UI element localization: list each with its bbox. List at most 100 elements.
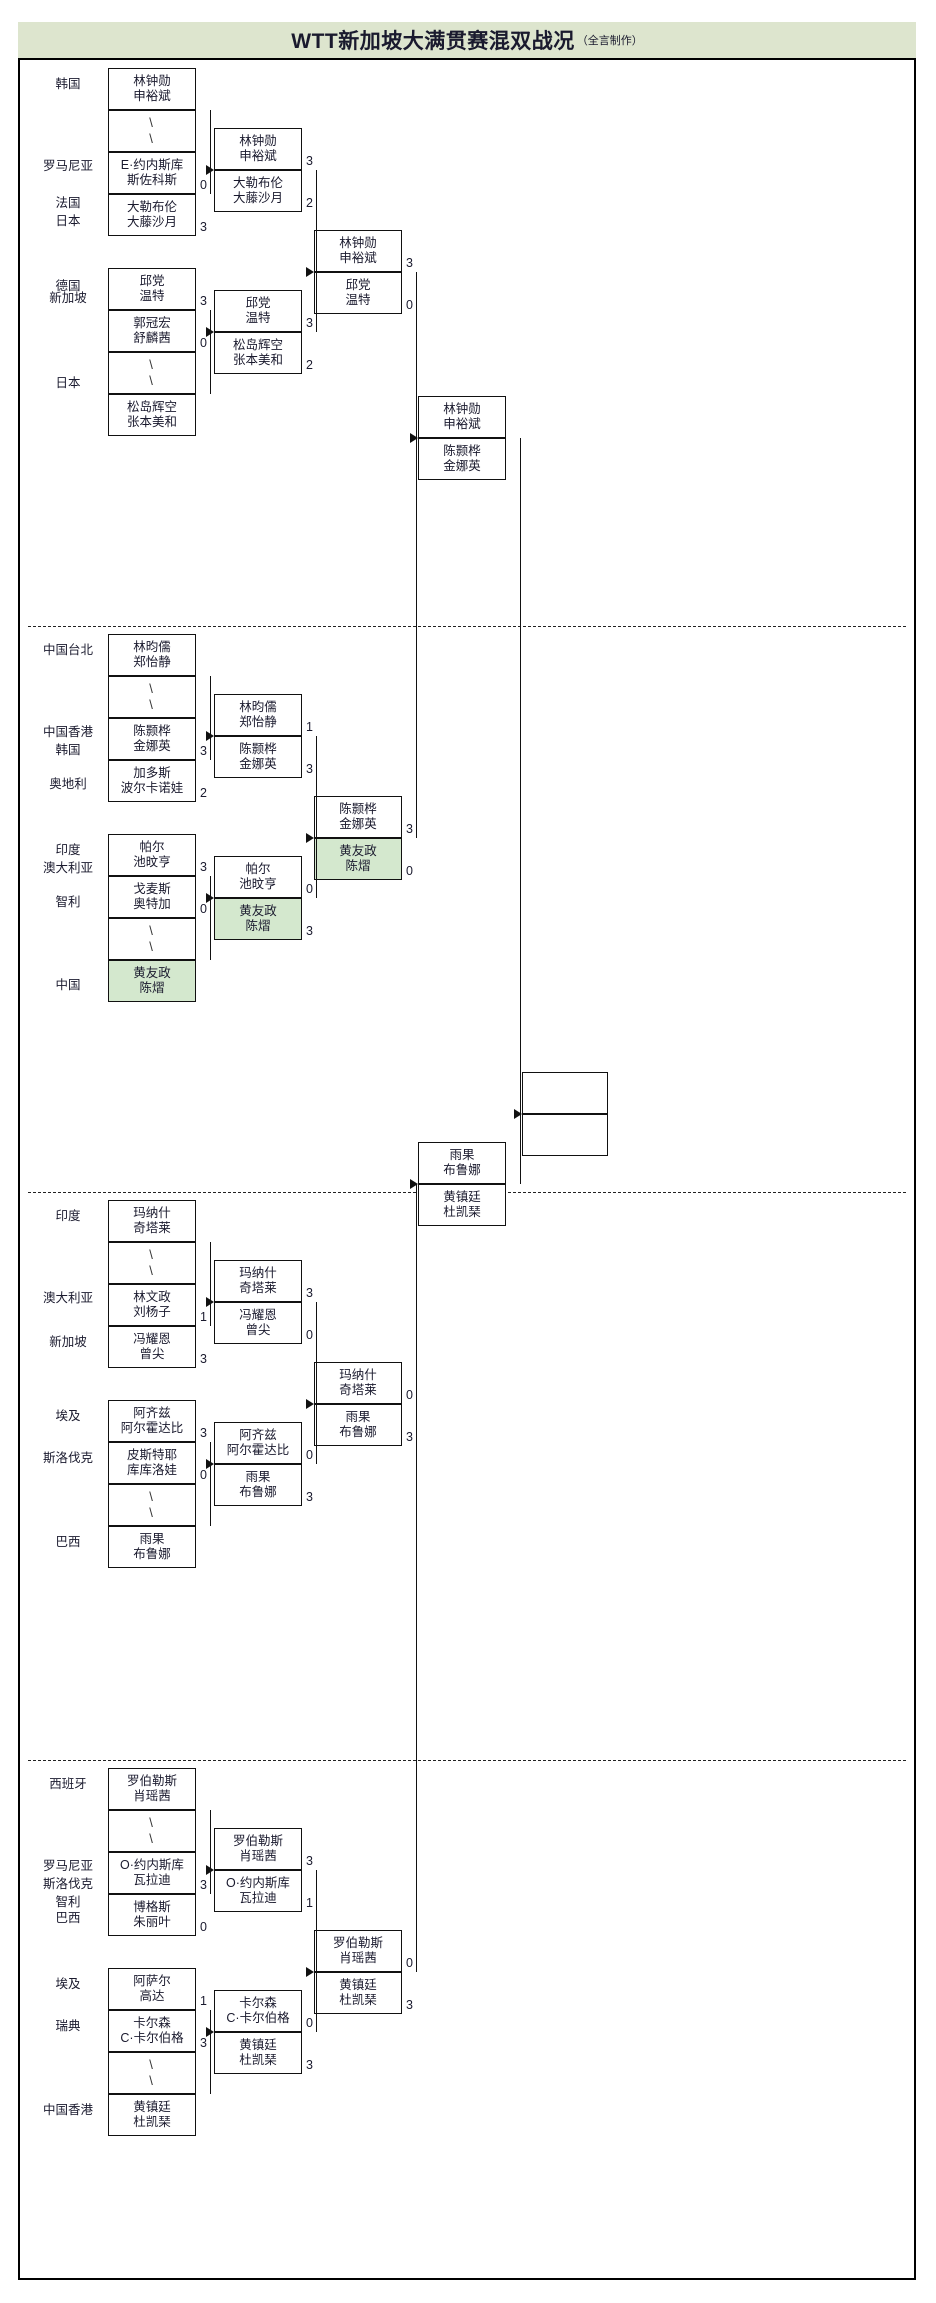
player-2: 肖瑶茜 bbox=[339, 1951, 377, 1965]
r3-box[interactable]: 雨果布鲁娜 bbox=[314, 1404, 402, 1446]
semifinal-box[interactable]: 林钟勋申裕斌 bbox=[418, 396, 506, 438]
r1-box[interactable]: 帕尔池旼亨 bbox=[108, 834, 196, 876]
r1-box[interactable]: 林文政刘杨子 bbox=[108, 1284, 196, 1326]
r2-box[interactable]: O·约内斯库瓦拉迪 bbox=[214, 1870, 302, 1912]
connector-vertical bbox=[316, 736, 317, 898]
country-label: 智利 bbox=[55, 895, 81, 909]
player-1: 林昀儒 bbox=[133, 639, 171, 654]
r2-box[interactable]: 黄友政陈熠 bbox=[214, 898, 302, 940]
country-label: 智利 bbox=[55, 1895, 81, 1909]
r3-box[interactable]: 玛纳什奇塔莱 bbox=[314, 1362, 402, 1404]
r2-box[interactable]: 罗伯勒斯肖瑶茜 bbox=[214, 1828, 302, 1870]
country-label: 罗马尼亚 bbox=[42, 159, 94, 173]
r1-box[interactable]: 阿齐兹阿尔霍达比 bbox=[108, 1400, 196, 1442]
r1-box[interactable]: 阿萨尔高达 bbox=[108, 1968, 196, 2010]
r3-box[interactable]: 黄镇廷杜凯琹 bbox=[314, 1972, 402, 2014]
player-2: 温特 bbox=[245, 311, 271, 325]
r3-box[interactable]: 邱党温特 bbox=[314, 272, 402, 314]
r3-box[interactable]: 陈颢桦金娜英 bbox=[314, 796, 402, 838]
final-box[interactable] bbox=[522, 1114, 608, 1156]
r1-box[interactable]: 大勒布伦大藤沙月 bbox=[108, 194, 196, 236]
r1-box[interactable]: 玛纳什奇塔莱 bbox=[108, 1200, 196, 1242]
r3-box[interactable]: 罗伯勒斯肖瑶茜 bbox=[314, 1930, 402, 1972]
r2-box[interactable]: 大勒布伦大藤沙月 bbox=[214, 170, 302, 212]
r1-box[interactable]: \\ bbox=[108, 1810, 196, 1852]
connector-vertical bbox=[316, 170, 317, 332]
country-label: 埃及 bbox=[55, 1977, 81, 1991]
player-2: 高达 bbox=[139, 1989, 165, 2003]
r2-box[interactable]: 帕尔池旼亨 bbox=[214, 856, 302, 898]
r1-box[interactable]: 冯耀恩曾尖 bbox=[108, 1326, 196, 1368]
player-1: 罗伯勒斯 bbox=[232, 1833, 283, 1848]
r1-box[interactable]: \\ bbox=[108, 676, 196, 718]
r1-box[interactable]: 雨果布鲁娜 bbox=[108, 1526, 196, 1568]
score-value: 3 bbox=[200, 1352, 207, 1366]
r1-box[interactable]: 松岛辉空张本美和 bbox=[108, 394, 196, 436]
country-label: 德国 bbox=[55, 279, 81, 293]
r1-box[interactable]: E·约内斯库斯佐科斯 bbox=[108, 152, 196, 194]
r2-box[interactable]: 阿齐兹阿尔霍达比 bbox=[214, 1422, 302, 1464]
r1-box[interactable]: \\ bbox=[108, 1484, 196, 1526]
r1-box[interactable]: 林钟勋申裕斌 bbox=[108, 68, 196, 110]
r1-box[interactable]: 黄友政陈熠 bbox=[108, 960, 196, 1002]
r1-box[interactable]: \\ bbox=[108, 110, 196, 152]
r1-box[interactable]: \\ bbox=[108, 2052, 196, 2094]
score-value: 0 bbox=[306, 882, 313, 896]
player-1: 戈麦斯 bbox=[133, 881, 171, 896]
r1-box[interactable]: 罗伯勒斯肖瑶茜 bbox=[108, 1768, 196, 1810]
r1-box[interactable]: 加多斯波尔卡诺娃 bbox=[108, 760, 196, 802]
player-1: 邱党 bbox=[139, 273, 165, 288]
player-1: 郭冠宏 bbox=[133, 315, 171, 330]
r2-box[interactable]: 雨果布鲁娜 bbox=[214, 1464, 302, 1506]
score-value: 3 bbox=[406, 256, 413, 270]
player-2: 金娜英 bbox=[133, 739, 171, 753]
player-1: 冯耀恩 bbox=[239, 1307, 277, 1322]
r1-box[interactable]: 郭冠宏舒麟茜 bbox=[108, 310, 196, 352]
connector-vertical bbox=[210, 1442, 211, 1526]
semifinal-box[interactable]: 黄镇廷杜凯琹 bbox=[418, 1184, 506, 1226]
player-1: 玛纳什 bbox=[133, 1205, 171, 1220]
player-2: 杜凯琹 bbox=[133, 2115, 171, 2129]
player-1: \ bbox=[149, 1247, 155, 1263]
r2-box[interactable]: 冯耀恩曾尖 bbox=[214, 1302, 302, 1344]
final-box[interactable] bbox=[522, 1072, 608, 1114]
r2-box[interactable]: 黄镇廷杜凯琹 bbox=[214, 2032, 302, 2074]
r1-box[interactable]: 陈颢桦金娜英 bbox=[108, 718, 196, 760]
r1-box[interactable]: O·约内斯库瓦拉迪 bbox=[108, 1852, 196, 1894]
r1-box[interactable]: 黄镇廷杜凯琹 bbox=[108, 2094, 196, 2136]
r1-box[interactable]: 邱党温特 bbox=[108, 268, 196, 310]
r1-box[interactable]: 博格斯朱丽叶 bbox=[108, 1894, 196, 1936]
player-1: 大勒布伦 bbox=[126, 199, 177, 214]
r1-box[interactable]: \\ bbox=[108, 918, 196, 960]
r1-box[interactable]: 皮斯特耶库库洛娃 bbox=[108, 1442, 196, 1484]
r2-box[interactable]: 邱党温特 bbox=[214, 290, 302, 332]
player-1: 松岛辉空 bbox=[126, 399, 177, 414]
score-value: 3 bbox=[406, 822, 413, 836]
score-value: 3 bbox=[200, 860, 207, 874]
r2-box[interactable]: 林昀儒郑怡静 bbox=[214, 694, 302, 736]
r3-box[interactable]: 黄友政陈熠 bbox=[314, 838, 402, 880]
score-value: 3 bbox=[200, 1878, 207, 1892]
r1-box[interactable]: 戈麦斯奥特加 bbox=[108, 876, 196, 918]
r1-box[interactable]: 林昀儒郑怡静 bbox=[108, 634, 196, 676]
player-2 bbox=[563, 1093, 566, 1108]
score-value: 0 bbox=[306, 2016, 313, 2030]
r2-box[interactable]: 玛纳什奇塔莱 bbox=[214, 1260, 302, 1302]
r2-box[interactable]: 陈颢桦金娜英 bbox=[214, 736, 302, 778]
r2-box[interactable]: 松岛辉空张本美和 bbox=[214, 332, 302, 374]
player-2: 温特 bbox=[345, 293, 371, 307]
player-1: 阿萨尔 bbox=[133, 1973, 171, 1988]
r2-box[interactable]: 林钟勋申裕斌 bbox=[214, 128, 302, 170]
semifinal-box[interactable]: 陈颢桦金娜英 bbox=[418, 438, 506, 480]
score-value: 3 bbox=[306, 1490, 313, 1504]
player-2: \ bbox=[149, 1505, 155, 1520]
r3-box[interactable]: 林钟勋申裕斌 bbox=[314, 230, 402, 272]
player-1: 陈颢桦 bbox=[339, 801, 377, 816]
player-2: 温特 bbox=[139, 289, 165, 303]
country-label: 新加坡 bbox=[49, 291, 87, 305]
r1-box[interactable]: \\ bbox=[108, 352, 196, 394]
semifinal-box[interactable]: 雨果布鲁娜 bbox=[418, 1142, 506, 1184]
r1-box[interactable]: \\ bbox=[108, 1242, 196, 1284]
